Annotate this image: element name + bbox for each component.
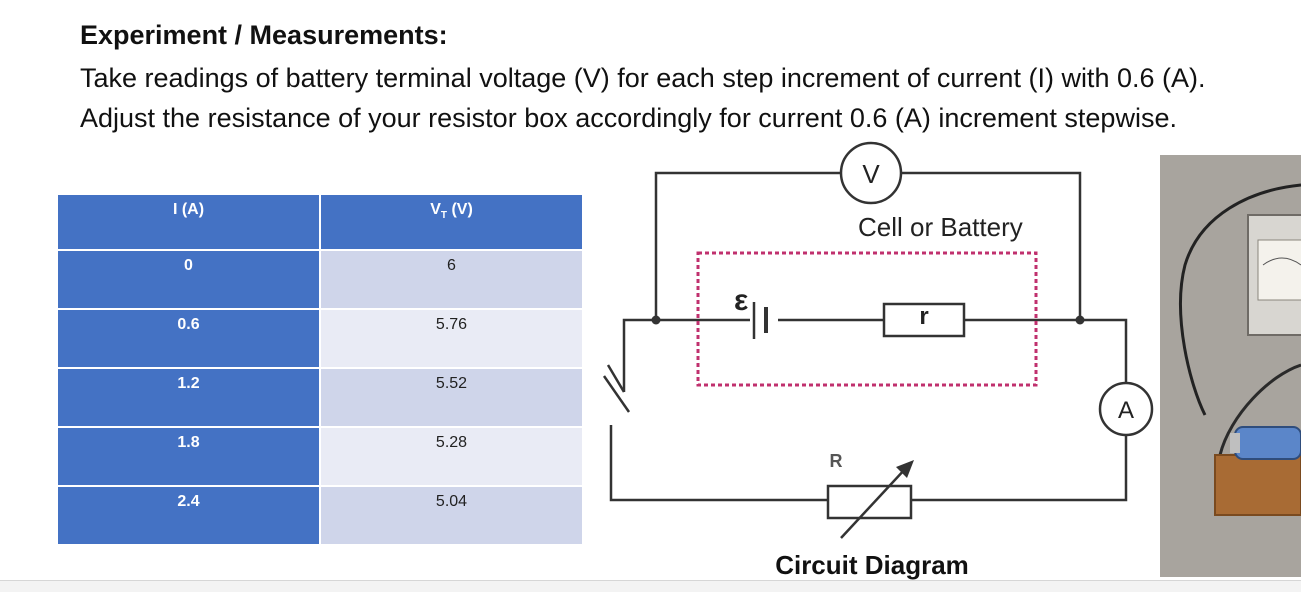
cell-voltage: 6 <box>319 249 584 310</box>
wire-ammeter-down <box>911 435 1128 502</box>
header-voltage: VT (V) <box>319 193 584 251</box>
cell-voltage: 5.04 <box>319 485 584 546</box>
cell-current: 1.2 <box>56 367 321 428</box>
ammeter-icon <box>1098 381 1154 437</box>
table-header-row: I (A) VT (V) <box>56 193 584 251</box>
circuit-diagram: V A Cell or Battery ε r R Circuit Diagra… <box>602 141 1154 580</box>
variable-resistor-arrow-head <box>896 460 914 478</box>
ammeter-symbol: A <box>1118 397 1134 424</box>
wire-voltmeter-left <box>654 171 841 320</box>
switch-blade <box>602 375 631 413</box>
photo-meter-scale <box>1262 257 1301 266</box>
photo-lead-wire <box>1179 183 1301 416</box>
table-row: 1.8 5.28 <box>56 426 584 487</box>
cell-current: 2.4 <box>56 485 321 546</box>
photo-battery <box>1234 426 1301 460</box>
wire-r-to-node <box>964 318 1128 383</box>
emf-symbol: ε <box>734 284 748 317</box>
table-row: 2.4 5.04 <box>56 485 584 546</box>
header-voltage-unit: (V) <box>447 201 473 218</box>
wire-left-node <box>622 318 750 392</box>
switch-lever <box>606 364 626 393</box>
cell-current: 0.6 <box>56 308 321 369</box>
variable-resistor-icon <box>826 484 913 520</box>
readings-table: I (A) VT (V) 0 6 0.6 5.76 1.2 5.52 1.8 5… <box>56 193 584 546</box>
internal-resistor-icon <box>882 302 966 338</box>
header-voltage-main: V <box>430 201 441 218</box>
cell-dashed-boundary <box>696 251 1038 387</box>
cell-voltage: 5.28 <box>319 426 584 487</box>
voltmeter-icon <box>839 141 903 205</box>
photo-meter-face <box>1257 239 1301 301</box>
photo-battery-cap <box>1230 433 1240 453</box>
table-row: 0 6 <box>56 249 584 310</box>
cell-current: 0 <box>56 249 321 310</box>
variable-resistor-arrow-line <box>840 467 907 539</box>
cell-battery-label: Cell or Battery <box>858 212 1023 242</box>
cell-voltage: 5.52 <box>319 367 584 428</box>
wire-voltmeter-right <box>901 171 1082 320</box>
circuit-diagram-caption: Circuit Diagram <box>775 550 969 580</box>
instructions-text: Take readings of battery terminal voltag… <box>80 63 1206 133</box>
header-current: I (A) <box>56 193 321 251</box>
junction-left <box>651 315 661 325</box>
table-row: 1.2 5.52 <box>56 367 584 428</box>
photo-lead-wire-2 <box>1218 363 1301 456</box>
header-voltage-sub: T <box>440 210 447 222</box>
bottom-scrollbar-track[interactable] <box>0 580 1301 592</box>
section-heading: Experiment / Measurements: <box>80 20 448 50</box>
internal-resistor-label: r <box>919 303 928 330</box>
variable-resistor-label: R <box>830 451 843 471</box>
voltmeter-symbol: V <box>862 159 880 189</box>
apparatus-photo-illustration <box>1160 155 1301 577</box>
table-row: 0.6 5.76 <box>56 308 584 369</box>
wire-bottom-left <box>609 425 828 502</box>
apparatus-photo <box>1160 155 1301 577</box>
cell-current: 1.8 <box>56 426 321 487</box>
photo-wood-base <box>1214 454 1301 516</box>
cell-voltage: 5.76 <box>319 308 584 369</box>
junction-right <box>1075 315 1085 325</box>
